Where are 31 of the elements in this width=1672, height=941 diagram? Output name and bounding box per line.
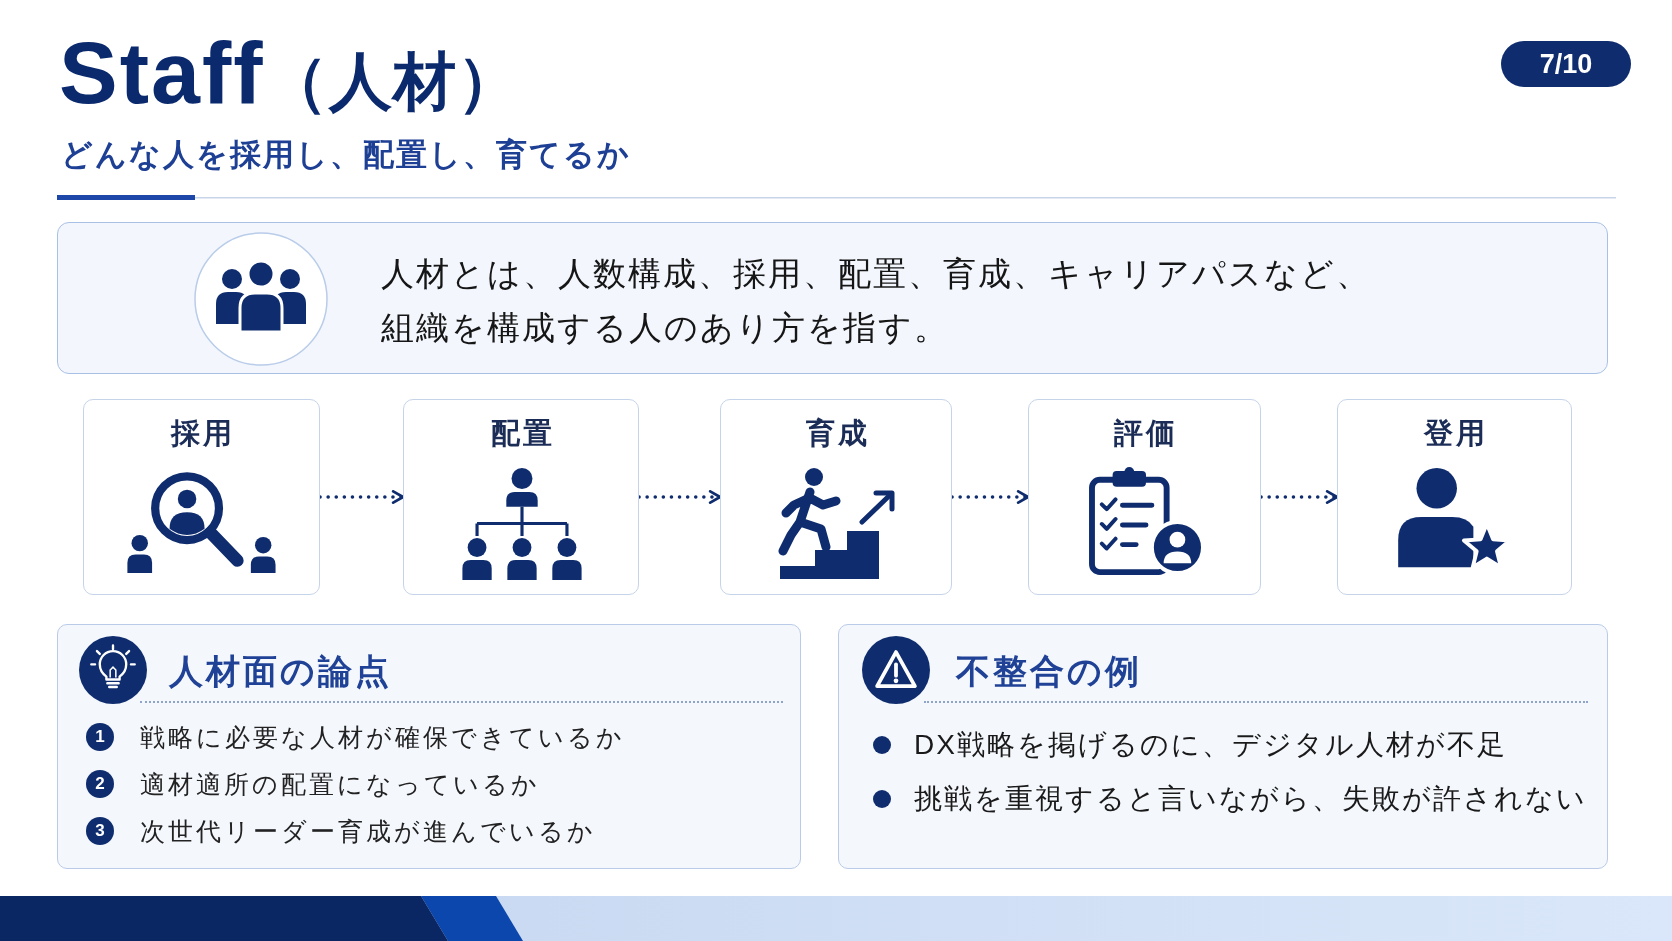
list-item-text: 適材適所の配置になっているか [140,769,540,800]
page-counter: 7/10 [1501,41,1631,87]
panel-heading: 不整合の例 [956,651,1142,692]
step-card [403,399,639,595]
dotted-arrow [318,490,405,504]
list-item-text: 戦略に必要な人材が確保できているか [140,722,625,753]
examples-panel [838,624,1608,869]
step-card [1028,399,1261,595]
summary-box [57,222,1608,374]
step-title: 育成 [804,416,870,451]
list-number: 2 [86,770,114,798]
slide-subtitle: どんな人を採用し、配置し、育てるか [61,136,631,174]
dotted-arrow [950,490,1030,504]
step-title: 評価 [1113,416,1178,451]
step-card [720,399,952,595]
bullet-text: 挑戦を重視すると言いながら、失敗が許されない [914,782,1587,816]
slide-title: Staff（人材） [59,23,521,124]
step-card [83,399,320,595]
summary-text: 人材とは、人数構成、採用、配置、育成、キャリアパスなど、組織を構成する人のあり方を指す。 [381,254,1371,348]
checkpoints-panel [57,624,801,869]
list-number: 1 [86,723,114,751]
list-number: 3 [86,817,114,845]
step-title: 採用 [169,416,235,451]
bullet-text: DX戦略を掲げるのに、デジタル人材が不足 [914,728,1507,762]
step-title: 配置 [489,416,555,451]
dotted-arrow [1259,490,1339,504]
step-card [1337,399,1572,595]
list-item-text: 次世代リーダー育成が進んでいるか [140,816,596,847]
dotted-arrow [637,490,722,504]
step-title: 登用 [1422,416,1488,451]
panel-heading: 人材面の論点 [169,651,392,692]
